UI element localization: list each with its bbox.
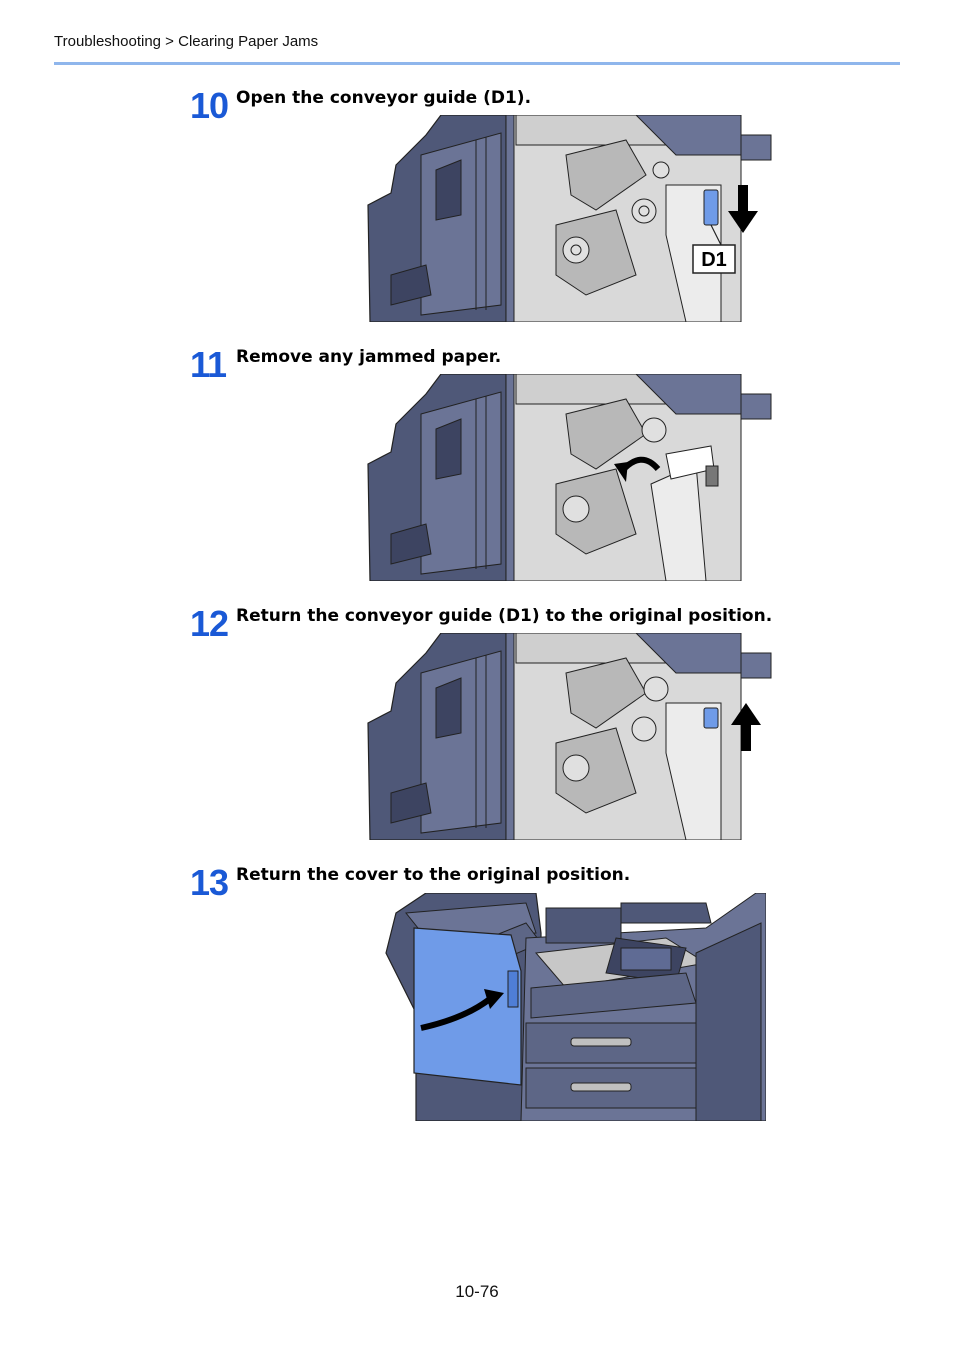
arrow-up-icon (731, 703, 761, 751)
step-instruction: Remove any jammed paper. (236, 347, 502, 367)
step-number: 11 (190, 344, 227, 385)
breadcrumb: Troubleshooting > Clearing Paper Jams (54, 33, 319, 50)
illustration-remove-jammed-paper (366, 374, 774, 581)
d1-label: D1 (701, 249, 727, 271)
header-divider (54, 62, 900, 65)
illustration-return-cover (366, 893, 766, 1121)
step-number: 10 (190, 85, 229, 126)
illustration-open-conveyor-guide: D1 (366, 115, 774, 322)
curved-arrow-icon (420, 989, 504, 1031)
curved-arrow-icon (614, 456, 661, 482)
arrow-down-icon (728, 185, 758, 233)
step-number: 13 (190, 862, 229, 903)
illustration-return-conveyor-guide (366, 633, 774, 840)
step-instruction: Open the conveyor guide (D1). (236, 88, 532, 108)
step-instruction: Return the conveyor guide (D1) to the or… (236, 606, 773, 626)
step-instruction: Return the cover to the original positio… (236, 865, 631, 885)
page-number: 10-76 (455, 1282, 499, 1301)
step-number: 12 (190, 603, 229, 644)
